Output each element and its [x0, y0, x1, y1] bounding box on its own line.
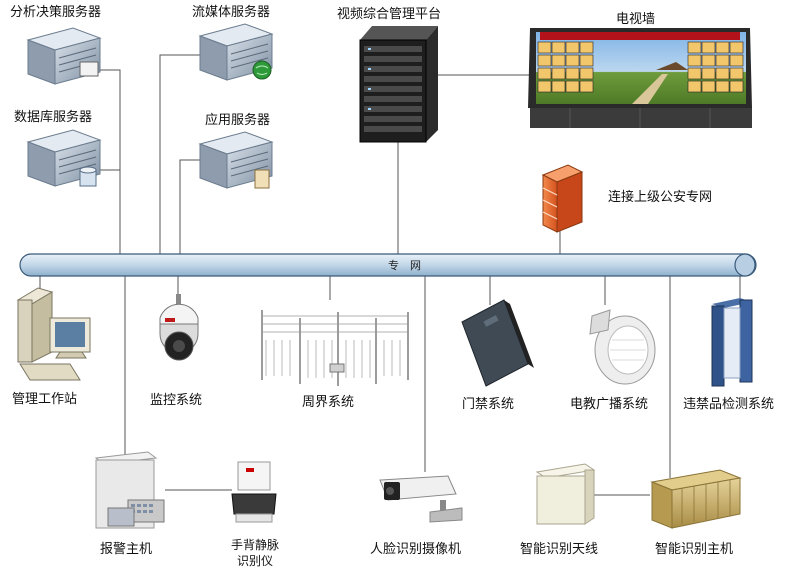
access-control-label: 门禁系统 — [462, 397, 515, 412]
superior-network-label: 连接上级公安专网 — [608, 190, 713, 205]
rfid-antenna-icon — [535, 463, 596, 525]
alarm-host-icon — [94, 451, 165, 529]
workstation-icon — [16, 287, 91, 381]
ceiling-speaker-icon — [589, 309, 656, 385]
access-card-reader-icon — [461, 299, 534, 387]
vein-reader-label-line2: 识别仪 — [236, 554, 274, 568]
database-server-label: 数据库服务器 — [14, 110, 93, 125]
app-server-icon — [198, 131, 274, 189]
private-network-bus: 专 网 — [19, 253, 757, 277]
security-gate-icon — [711, 298, 753, 387]
tv-wall-label: 电视墙 — [616, 12, 656, 27]
database-server-icon — [26, 129, 102, 187]
workstation-label: 管理工作站 — [12, 392, 78, 407]
contraband-label: 违禁品检测系统 — [683, 397, 775, 412]
bullet-camera-icon — [379, 475, 463, 523]
analysis-server-label: 分析决策服务器 — [10, 5, 102, 20]
analysis-server-icon — [26, 27, 102, 85]
bus-label: 专 网 — [388, 258, 421, 272]
video-platform-rack-icon — [359, 26, 438, 143]
monitoring-label: 监控系统 — [150, 393, 203, 408]
app-server-label: 应用服务器 — [205, 113, 271, 128]
dome-camera-icon — [159, 294, 199, 361]
broadcast-label: 电教广播系统 — [570, 397, 649, 412]
video-platform-label: 视频综合管理平台 — [337, 7, 442, 22]
smart-host-label: 智能识别主机 — [655, 542, 734, 557]
streaming-server-icon — [198, 23, 274, 81]
smart-antenna-label: 智能识别天线 — [520, 542, 599, 557]
perimeter-label: 周界系统 — [302, 395, 355, 410]
streaming-server-label: 流媒体服务器 — [192, 5, 271, 20]
alarm-host-label: 报警主机 — [100, 542, 153, 557]
vein-reader-icon — [231, 461, 277, 523]
firewall-icon — [541, 164, 584, 233]
face-camera-label: 人脸识别摄像机 — [370, 542, 462, 557]
perimeter-fence-icon — [261, 310, 409, 386]
tv-wall-icon — [528, 28, 752, 128]
vein-reader-label-line1: 手背静脉 — [230, 538, 280, 552]
rfid-reader-host-icon — [650, 469, 742, 529]
